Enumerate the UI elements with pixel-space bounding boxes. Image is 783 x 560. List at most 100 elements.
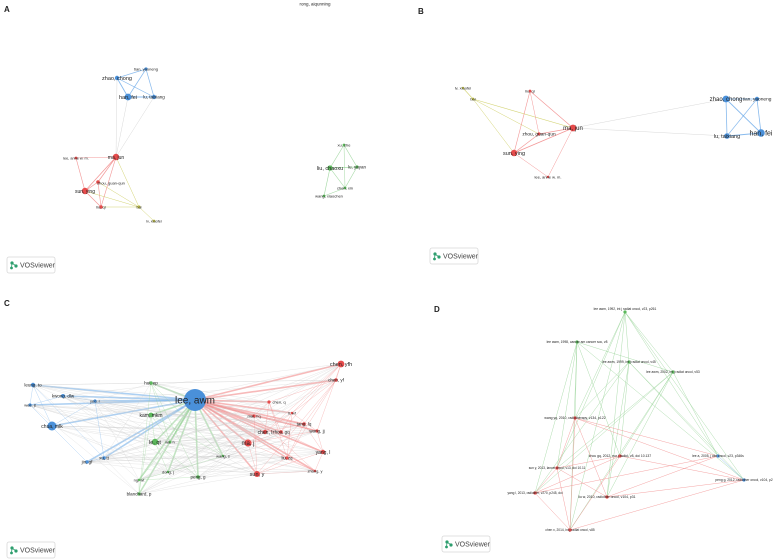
edge-c-47 [32,384,293,414]
edge-d-18 [628,361,745,481]
edge-c-165 [222,401,270,457]
node-d-liu-w-2010-radiother-oncol-v104-p31[interactable] [605,495,609,499]
node-b-bai[interactable] [471,97,475,101]
node-d-lee-awm-1992-int-j-radiat-oncol-v23-p261[interactable] [623,310,627,314]
node-a-bai[interactable] [137,205,141,209]
node-a-liu-chaoxu[interactable] [327,165,333,171]
edge-c-127 [138,473,258,495]
node-c-ng-wt[interactable] [137,478,141,482]
node-c-wu-h[interactable] [168,440,172,444]
edge-a-10 [97,156,117,183]
node-a-xu-zhe[interactable] [342,143,346,147]
logo-box [441,535,491,553]
edge-c-185 [138,457,288,495]
node-c-ma-j[interactable] [244,439,252,447]
node-c-blanchard-p[interactable] [137,492,141,496]
node-a-lu-taixiang[interactable] [151,94,157,100]
node-d-lee-a-2005-j-clin-oncol-v23-p346s[interactable] [716,454,720,458]
node-a-sun-ying[interactable] [81,187,89,195]
node-label-c-blanchard-p: blanchard, p [127,492,152,497]
node-c-wang-s[interactable] [221,454,225,458]
node-d-lee-awm-2002-int-j-radiat-oncol-v53[interactable] [671,370,675,374]
node-c-le-qt[interactable] [151,438,159,446]
node-c-xu-tt[interactable] [102,456,106,460]
node-c-leung-to[interactable] [30,382,36,388]
edge-c-93 [86,363,342,463]
node-label-c-chen-l: chen, l [258,430,273,436]
node-c-hui-ep[interactable] [149,381,153,385]
node-c-chen-yfh[interactable] [337,360,345,368]
edge-c-156 [280,412,293,433]
node-c-chen-l[interactable] [262,429,268,435]
node-label-a-liu-qi: liu, qi [96,204,105,209]
node-a-ma-jun[interactable] [112,153,120,161]
node-label-d-lee-awm-1992-int-j-radiat-oncol-v23-p261: lee awm, 1992, int j radiat oncol, v23, … [594,307,657,311]
edge-c-40 [51,425,169,473]
node-d-lee-awm-1999-int-j-radiat-oncol-v45[interactable] [627,360,631,364]
edge-c-182 [286,457,316,472]
node-d-wang-yq-2010-radiotherapy-v134-p122[interactable] [573,416,577,420]
node-c-kam-mkm[interactable] [148,412,154,418]
node-c-li-wf[interactable] [290,411,294,415]
node-b-tian-yaoneng[interactable] [754,96,760,102]
node-c-yeo-r[interactable] [93,399,97,403]
edge-b-8 [547,127,574,178]
node-a-zhou-guan-qun[interactable] [96,180,100,184]
node-b-han-fei[interactable] [757,129,765,137]
edge-c-70 [62,395,156,443]
node-c-yang-l[interactable] [320,449,326,455]
node-d-zhou-gq-2012-eur-j-radiol-v8-doi-10-137[interactable] [618,454,622,458]
node-c-chua-mlk[interactable] [47,421,57,431]
node-c-tang-lq[interactable] [302,422,306,426]
node-a-han-fei[interactable] [124,93,132,101]
edge-b-18 [726,98,758,137]
node-c-lee-awm[interactable] [184,389,206,411]
node-label-c-sun-y: sun, y [250,472,265,478]
edge-d-6 [606,311,626,498]
vosviewer-logo: VOSviewer [6,256,56,274]
node-a-lee-anne-w-m[interactable] [74,156,78,160]
node-a-wang-xiaochen[interactable] [322,194,326,198]
node-d-chen-x-2014-int-j-radiat-oncol-v85[interactable] [568,528,572,532]
node-b-lv-xiaofei[interactable] [461,86,465,90]
node-a-chen-xin[interactable] [343,186,347,190]
node-b-sun-ying[interactable] [510,149,518,157]
node-c-peng-g[interactable] [196,475,200,479]
edge-c-198 [138,476,199,481]
node-a-lv-xiaofei[interactable] [152,219,156,223]
node-c-jin-gf[interactable] [85,460,89,464]
node-c-wee-jt[interactable] [28,403,32,407]
node-d-lee-awm-1998-cancer-am-cancer-soc-v8[interactable] [575,340,579,344]
node-a-tian-yaoneng[interactable] [144,67,148,71]
edge-c-158 [197,431,282,478]
node-a-zhao-chong[interactable] [114,75,120,81]
node-label-a-rong-aiqunning: rong, aiqunning [299,2,331,7]
node-d-peng-g-2012-radiother-oncol-v104-p2[interactable] [742,478,746,482]
edge-c-110 [138,363,342,481]
node-b-lee-anne-w-m[interactable] [546,175,550,179]
node-b-zhou-guan-qun[interactable] [537,132,541,136]
node-b-ma-jun[interactable] [569,124,577,132]
node-a-lu-yayan[interactable] [355,165,359,169]
node-b-zhao-chong[interactable] [722,95,730,103]
node-c-dong-j[interactable] [166,470,170,474]
node-c-zhou-gq[interactable] [279,430,283,434]
edge-c-62 [29,404,140,495]
node-b-liu-qi[interactable] [528,89,532,93]
edge-a-4 [116,77,155,98]
node-d-yang-l-2013-radiother-v270-p245-doi[interactable] [533,491,537,495]
node-b-lu-taixiang[interactable] [724,133,730,139]
edge-c-8 [194,379,337,401]
node-c-kwong-dlw[interactable] [61,394,65,398]
node-c-liu-zq[interactable] [285,456,289,460]
node-c-zhang-y[interactable] [313,469,317,473]
node-d-sun-y-2013-lancet-oncol-v13-doi-10-11[interactable] [555,466,559,470]
node-c-wong-jj[interactable] [315,429,319,433]
node-c-chen-yf[interactable] [334,378,338,382]
node-c-mai-hq[interactable] [252,414,256,418]
node-a-liu-qi[interactable] [99,205,103,209]
edge-d-15 [574,361,630,419]
edge-c-35 [51,425,282,433]
node-c-chen-q[interactable] [267,400,271,404]
node-c-sun-y[interactable] [254,471,260,477]
